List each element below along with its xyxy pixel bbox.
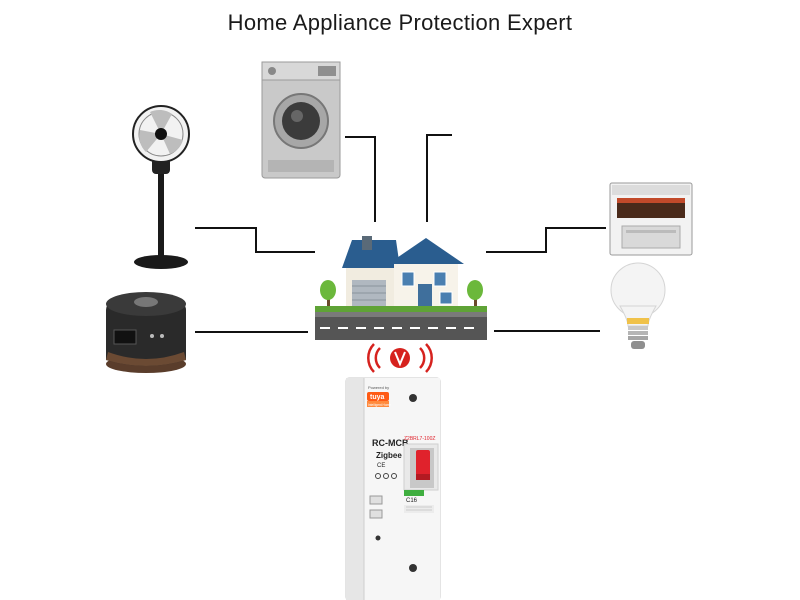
oven-icon [609,182,693,256]
house-icon [315,236,487,340]
line-oven [486,227,606,253]
page-title: Home Appliance Protection Expert [227,10,573,35]
rating-label: C16 [406,498,418,504]
light-bulb-icon [610,262,666,349]
brand-sub-label: Intelligent Home [368,403,391,407]
circuit-breaker-device: Powered by tuya Intelligent Home RC-MCB … [345,377,441,600]
powered-by-label: Powered by [368,385,389,390]
line-top-right [426,134,452,222]
standing-fan-icon [132,105,190,269]
protocol-label: Zigbee [376,451,402,460]
ce-mark: CE [377,463,385,469]
model-label: RC-MCB [372,438,409,448]
line-washer [345,136,376,222]
connection-lines [195,134,606,333]
wireless-signal-icon [367,343,433,373]
rice-cooker-icon [106,292,186,373]
brand-label: tuya [370,394,385,401]
line-fan [195,227,315,253]
part-number-label: Z2BRL7-100Z [404,436,435,442]
washing-machine-icon [261,61,341,179]
